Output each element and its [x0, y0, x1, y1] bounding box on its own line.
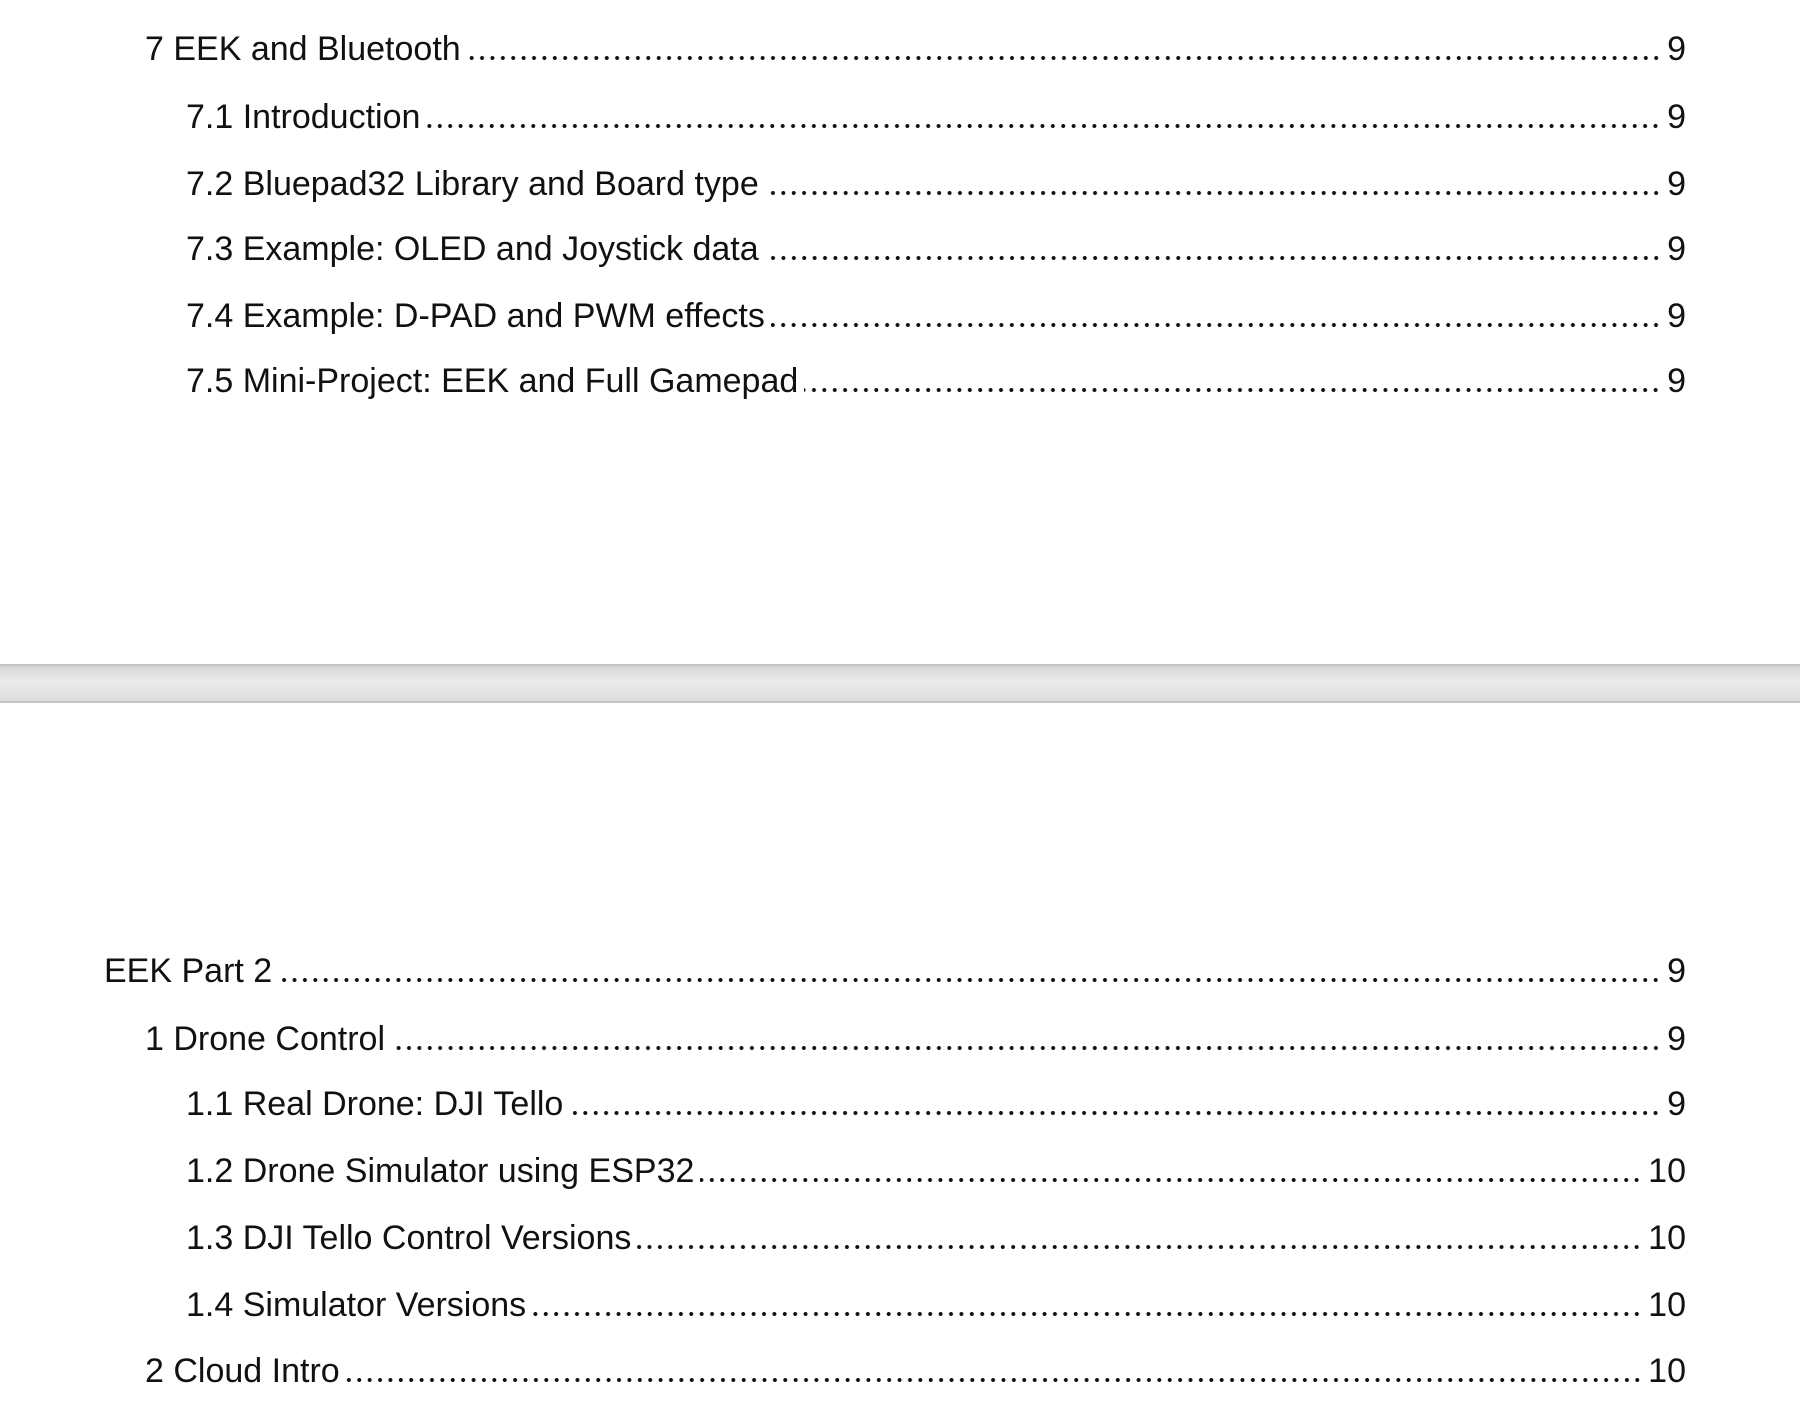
- toc-entry[interactable]: 7.5 Mini-Project: EEK and Full Gamepad 9: [186, 361, 1686, 401]
- dot-leader: [764, 256, 1662, 260]
- toc-entry-title: 2 Cloud Intro: [145, 1352, 340, 1390]
- toc-entry-title: 7.1 Introduction: [186, 98, 421, 136]
- toc-entry-title: 1.1 Real Drone: DJI Tello: [186, 1085, 564, 1123]
- toc-entry-page: 9: [1667, 230, 1686, 268]
- toc-entry[interactable]: 7.1 Introduction 9: [186, 97, 1686, 137]
- toc-entry-title: EEK Part 2: [104, 952, 273, 990]
- toc-entry-page: 10: [1648, 1286, 1686, 1324]
- toc-entry-title: 7.3 Example: OLED and Joystick data: [186, 230, 759, 268]
- toc-entry-page: 9: [1667, 98, 1686, 136]
- dot-leader: [770, 323, 1662, 327]
- toc-entry-title: 1.4 Simulator Versions: [186, 1286, 527, 1324]
- toc-entry[interactable]: 1.3 DJI Tello Control Versions 10: [186, 1218, 1686, 1258]
- toc-entry-title: 7.4 Example: D-PAD and PWM effects: [186, 297, 765, 335]
- toc-entry-page: 10: [1648, 1352, 1686, 1390]
- toc-entry-title: 7 EEK and Bluetooth: [145, 30, 461, 68]
- toc-entry[interactable]: 2 Cloud Intro 10: [145, 1351, 1686, 1391]
- dot-leader: [700, 1178, 1643, 1182]
- toc-entry-title: 1.3 DJI Tello Control Versions: [186, 1219, 632, 1257]
- dot-leader: [278, 978, 1662, 982]
- toc-entry[interactable]: 7 EEK and Bluetooth 9: [145, 29, 1686, 69]
- toc-entry-page: 9: [1667, 952, 1686, 990]
- dot-leader: [466, 56, 1662, 60]
- toc-entry-page: 9: [1667, 1020, 1686, 1058]
- toc-entry-page: 10: [1648, 1152, 1686, 1190]
- document-page-2: EEK Part 2 9 1 Drone Control 9 1.1 Real …: [0, 703, 1800, 1404]
- toc-entry-title: 7.2 Bluepad32 Library and Board type: [186, 165, 759, 203]
- toc-entry-page: 10: [1648, 1219, 1686, 1257]
- toc-entry-page: 9: [1667, 30, 1686, 68]
- toc-entry[interactable]: 1.1 Real Drone: DJI Tello 9: [186, 1084, 1686, 1124]
- toc-entry-title: 7.5 Mini-Project: EEK and Full Gamepad: [186, 362, 799, 400]
- toc-entry-title: 1.2 Drone Simulator using ESP32: [186, 1152, 695, 1190]
- dot-leader: [532, 1312, 1643, 1316]
- page-break-separator: [0, 664, 1800, 703]
- toc-entry-page: 9: [1667, 165, 1686, 203]
- toc-entry-page: 9: [1667, 297, 1686, 335]
- toc-entry[interactable]: 1 Drone Control 9: [145, 1019, 1686, 1059]
- toc-entry-page: 9: [1667, 362, 1686, 400]
- dot-leader: [569, 1111, 1662, 1115]
- dot-leader: [426, 124, 1662, 128]
- toc-entry[interactable]: 7.2 Bluepad32 Library and Board type 9: [186, 164, 1686, 204]
- toc-entry[interactable]: 7.4 Example: D-PAD and PWM effects 9: [186, 296, 1686, 336]
- dot-leader: [391, 1046, 1662, 1050]
- toc-entry[interactable]: EEK Part 2 9: [104, 951, 1686, 991]
- dot-leader: [637, 1245, 1643, 1249]
- toc-entry-title: 1 Drone Control: [145, 1020, 386, 1058]
- toc-entry[interactable]: 1.4 Simulator Versions 10: [186, 1285, 1686, 1325]
- dot-leader: [804, 388, 1662, 392]
- toc-entry[interactable]: 1.2 Drone Simulator using ESP32 10: [186, 1151, 1686, 1191]
- dot-leader: [345, 1378, 1643, 1382]
- toc-entry[interactable]: 7.3 Example: OLED and Joystick data 9: [186, 229, 1686, 269]
- toc-entry-page: 9: [1667, 1085, 1686, 1123]
- dot-leader: [764, 191, 1662, 195]
- document-page-1: 7 EEK and Bluetooth 9 7.1 Introduction 9…: [0, 0, 1800, 664]
